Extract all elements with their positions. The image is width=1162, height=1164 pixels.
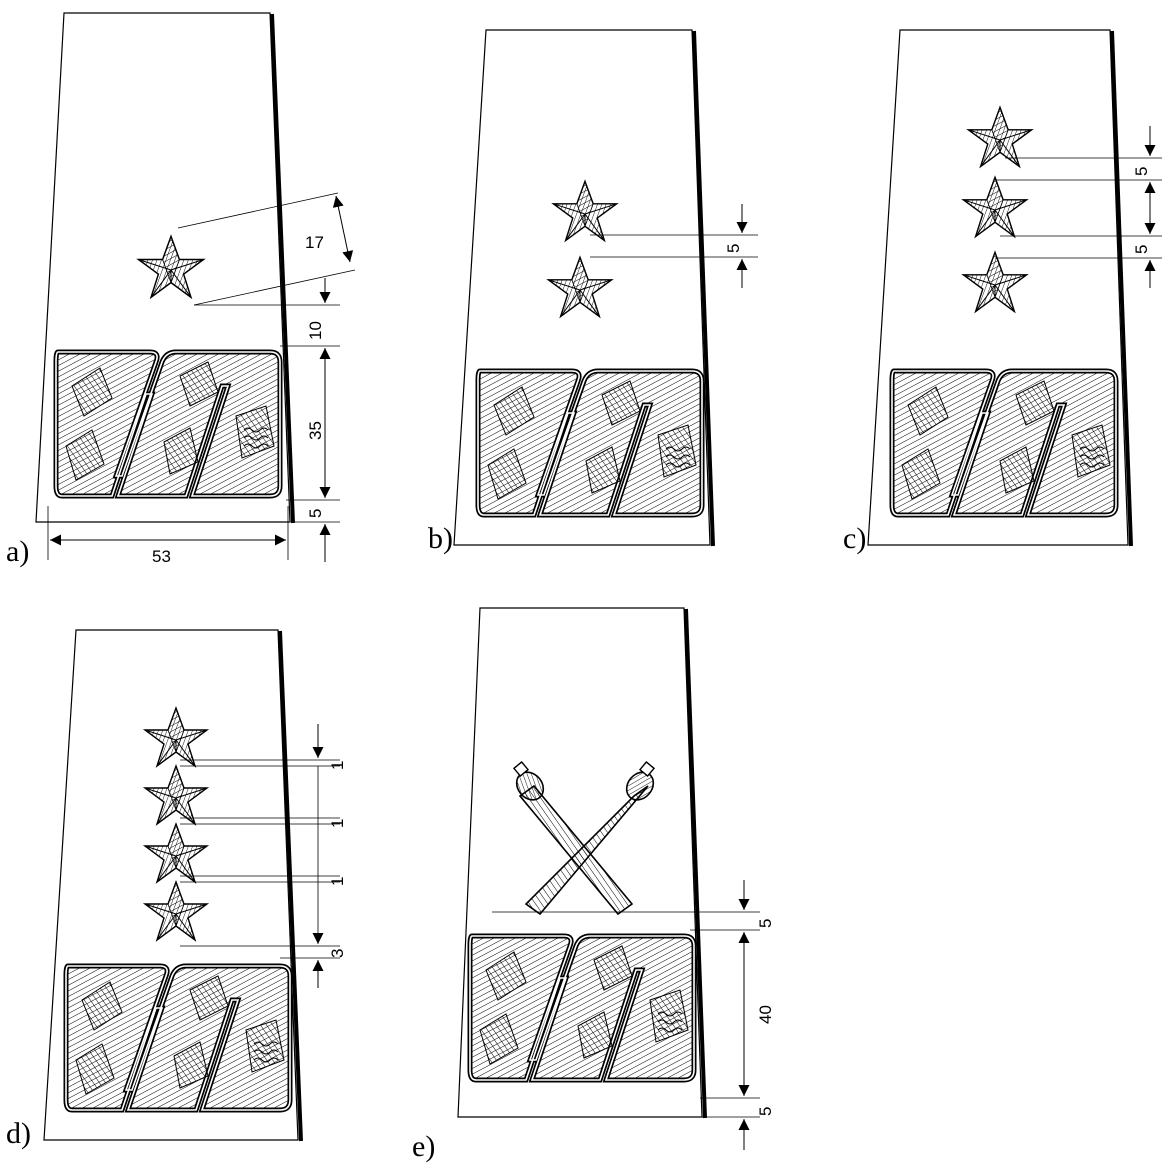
dim-embroidery-height: 35 bbox=[306, 421, 325, 440]
panel-label: d) bbox=[6, 1117, 31, 1150]
dim-embroidery-height: 40 bbox=[756, 1005, 775, 1024]
panel-a: 17 10 35 5 53 a) bbox=[6, 12, 356, 568]
panel-label: e) bbox=[412, 1130, 435, 1163]
board-shadow-edge bbox=[684, 608, 707, 1119]
dim-star-to-embroidery: 10 bbox=[306, 321, 325, 340]
embroidery-block bbox=[66, 966, 290, 1110]
panel-label: a) bbox=[6, 535, 29, 568]
embroidery-block bbox=[470, 936, 694, 1080]
panel-e: 5 40 5 e) bbox=[412, 607, 775, 1163]
dim-star-gap-3: 1 bbox=[328, 877, 347, 886]
panel-label: b) bbox=[428, 522, 453, 555]
dim-star-gap-1: 5 bbox=[1132, 167, 1151, 176]
board-shadow-edge bbox=[692, 30, 715, 547]
panel-c: 5 5 c) bbox=[843, 29, 1162, 555]
dim-star-to-embroidery: 3 bbox=[328, 949, 347, 958]
dim-star-gap-2: 5 bbox=[1132, 245, 1151, 254]
panel-b: 5 b) bbox=[428, 29, 758, 555]
dim-bottom-margin: 5 bbox=[306, 509, 325, 518]
dim-batons-to-embroidery: 5 bbox=[756, 919, 775, 928]
dim-star-gap-1: 1 bbox=[328, 761, 347, 770]
crossed-batons-icon bbox=[512, 760, 656, 916]
board-shadow-edge bbox=[270, 13, 295, 524]
dim-star-gap-2: 1 bbox=[328, 819, 347, 828]
dim-star-gap: 5 bbox=[724, 244, 743, 253]
panel-label: c) bbox=[843, 522, 866, 555]
board-shadow-edge bbox=[278, 630, 303, 1142]
dim-star-size: 17 bbox=[305, 233, 324, 252]
dim-width: 53 bbox=[152, 547, 171, 566]
embroidery-block bbox=[56, 352, 280, 496]
board-shadow-edge bbox=[1110, 30, 1133, 547]
panel-d: 1 1 1 3 d) bbox=[6, 629, 347, 1150]
embroidery-block bbox=[478, 371, 702, 515]
dim-bottom-margin: 5 bbox=[756, 1107, 775, 1116]
embroidery-block bbox=[892, 371, 1116, 515]
